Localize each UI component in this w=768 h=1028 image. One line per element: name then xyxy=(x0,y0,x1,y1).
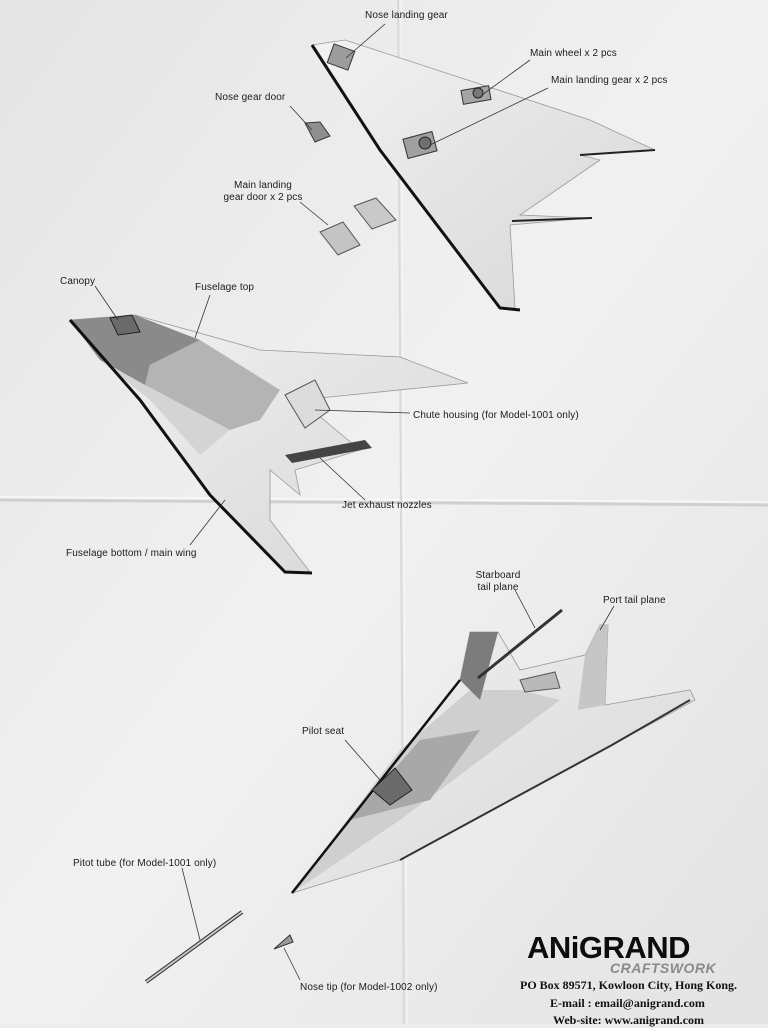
label-main-gear-door: Main landing gear door x 2 pcs xyxy=(218,180,308,204)
label-main-landing-gear: Main landing gear x 2 pcs xyxy=(551,75,667,87)
label-nose-gear-door: Nose gear door xyxy=(215,92,285,104)
label-port-tail: Port tail plane xyxy=(603,595,666,607)
label-fuselage-bottom: Fuselage bottom / main wing xyxy=(66,548,197,560)
label-chute-housing: Chute housing (for Model-1001 only) xyxy=(413,410,579,422)
brand-address: PO Box 89571, Kowloon City, Hong Kong. xyxy=(520,978,737,993)
label-main-gear-door-line1: Main landing xyxy=(218,180,308,192)
label-nose-tip: Nose tip (for Model-1002 only) xyxy=(300,982,438,994)
label-fuselage-top: Fuselage top xyxy=(195,282,254,294)
label-starboard-line1: Starboard xyxy=(462,570,534,582)
label-starboard-tail: Starboard tail plane xyxy=(462,570,534,594)
label-jet-exhaust: Jet exhaust nozzles xyxy=(342,500,432,512)
label-nose-landing-gear: Nose landing gear xyxy=(365,10,448,22)
label-main-wheel: Main wheel x 2 pcs xyxy=(530,48,617,60)
brand-subtitle: CRAFTSWORK xyxy=(610,960,716,976)
label-main-gear-door-line2: gear door x 2 pcs xyxy=(218,192,308,204)
label-starboard-line2: tail plane xyxy=(462,582,534,594)
label-canopy: Canopy xyxy=(60,276,95,288)
label-pitot-tube: Pitot tube (for Model-1001 only) xyxy=(73,858,216,870)
brand-email: E-mail : email@anigrand.com xyxy=(550,996,705,1011)
brand-website: Web-site: www.anigrand.com xyxy=(553,1013,704,1028)
label-pilot-seat: Pilot seat xyxy=(302,726,344,738)
